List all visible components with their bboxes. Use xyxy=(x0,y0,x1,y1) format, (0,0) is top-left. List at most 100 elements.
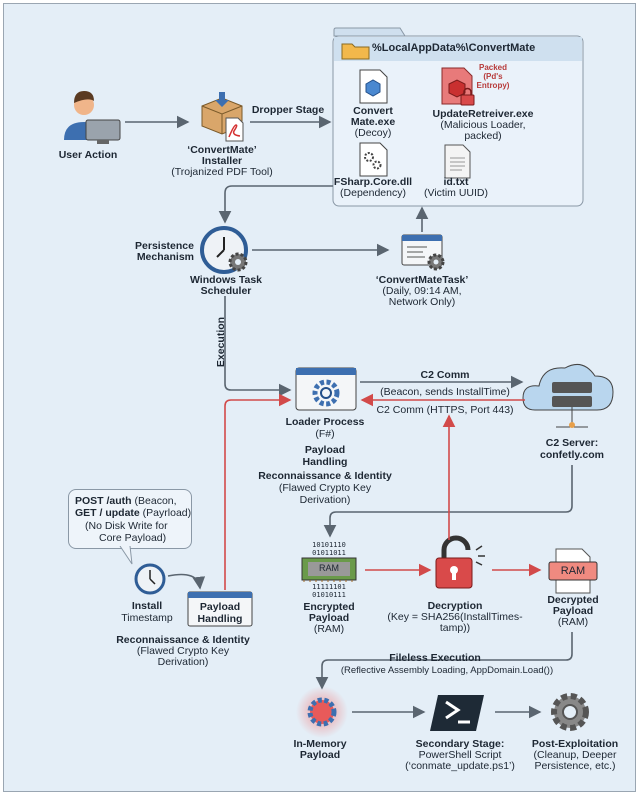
encrypted-payload-label: Payload xyxy=(308,612,350,624)
installer-name: ‘ConvertMate’ xyxy=(187,144,257,156)
fileless-sub: (Reflective Assembly Loading, AppDomain.… xyxy=(340,665,554,676)
scheduler-label: Windows Task xyxy=(189,274,263,286)
scheduler-clock-icon xyxy=(200,226,248,274)
persistence-label: Persistence xyxy=(135,240,194,252)
c2-cloud-server-icon xyxy=(522,363,614,428)
decrypted-payload-label: Payload xyxy=(552,605,594,617)
decrypted-payload-label: (RAM) xyxy=(557,616,589,628)
callout-note: Core Payload) xyxy=(99,532,167,544)
decoy-exe-icon xyxy=(359,69,388,104)
secondary-stage-script: (‘conmate_update.ps1’) xyxy=(405,760,515,772)
c2-comm-beacon: (Beacon, sends InstallTime) xyxy=(380,386,510,398)
file-name: Convert xyxy=(353,105,393,117)
endpoint-auth: POST /auth xyxy=(75,495,132,507)
callout-note: (No Disk Write for xyxy=(85,520,168,532)
malicious-loader-icon xyxy=(441,67,475,106)
dll-gear-icon xyxy=(359,142,388,177)
execution-label: Execution xyxy=(215,316,228,368)
pdf-icon xyxy=(228,124,241,138)
decrypted-payload-label: Decrypted xyxy=(547,594,599,606)
loader-detail: Derivation) xyxy=(299,494,351,506)
packed-badge: Entropy) xyxy=(476,81,510,90)
task-detail: Network Only) xyxy=(388,296,456,308)
in-memory-label: In-Memory xyxy=(293,738,347,750)
loader-detail: Reconnaissance & Identity xyxy=(258,470,392,482)
payload-handling-window xyxy=(187,591,253,627)
recon-label: Reconnaissance & Identity xyxy=(116,634,250,646)
c2-comm-title: C2 Comm xyxy=(420,369,470,381)
post-exploitation-label: Post-Exploitation xyxy=(531,738,619,750)
file-name: Mate.exe xyxy=(350,116,396,128)
decryption-unlocked-padlock-icon xyxy=(435,535,485,589)
payload-handling-label: Handling xyxy=(197,613,243,625)
endpoint-note: (Payrload) xyxy=(139,507,192,519)
binary-bits: 01010111 xyxy=(312,591,346,599)
install-timestamp-label: Timestamp xyxy=(121,612,173,624)
binary-bits: 10101110 xyxy=(312,541,346,549)
persistence-label: Mechanism xyxy=(136,251,194,263)
loader-label: Loader Process xyxy=(285,416,365,428)
ram-chip-label: RAM xyxy=(319,563,339,573)
callout-tail xyxy=(119,546,133,565)
red-flow-arrows xyxy=(224,393,542,590)
secondary-stage-label: Secondary Stage: xyxy=(415,738,505,750)
task-detail: (Daily, 09:14 AM, xyxy=(382,285,462,297)
install-timestamp-label: Install xyxy=(131,600,163,612)
folder-path-title: %LocalAppData%\ConvertMate xyxy=(372,42,536,54)
encrypted-payload-label: Encrypted xyxy=(303,601,355,613)
installer-label: Installer xyxy=(201,155,243,167)
task-name: ‘ConvertMateTask’ xyxy=(375,274,469,286)
post-exploitation-detail: (Cleanup, Deeper xyxy=(533,749,617,761)
packed-badge: Packed xyxy=(478,63,508,72)
file-desc: (Decoy) xyxy=(354,127,392,139)
encrypted-ram-chip-icon xyxy=(301,557,357,582)
c2-server-label: C2 Server: xyxy=(545,437,599,449)
binary-bits: 01011011 xyxy=(312,549,346,557)
c2-comm-https: C2 Comm (HTTPS, Port 443) xyxy=(376,404,514,416)
decryption-key: (Key = SHA256(InstallTimes- xyxy=(387,611,523,623)
secondary-stage-detail: PowerShell Script xyxy=(418,749,502,761)
binary-bits: 11111101 xyxy=(312,583,346,591)
folder-panel xyxy=(332,27,584,207)
installer-box-icon xyxy=(201,92,244,142)
in-memory-label: Payload xyxy=(299,749,341,761)
loader-detail: Payload xyxy=(304,444,346,456)
file-name: id.txt xyxy=(443,176,469,188)
installer-sub: (Trojanized PDF Tool) xyxy=(171,166,273,178)
file-desc: (Malicious Loader, xyxy=(440,119,526,131)
post-exploitation-detail: Persistence, etc.) xyxy=(534,760,616,772)
dropper-stage-label: Dropper Stage xyxy=(251,104,325,116)
file-desc: (Dependency) xyxy=(340,187,406,199)
file-name: UpdateRetreiver.exe xyxy=(432,108,534,120)
decrypted-ram-file-icon xyxy=(548,548,598,594)
scheduler-label: Scheduler xyxy=(200,285,252,297)
decryption-label: Decryption xyxy=(427,600,483,612)
recon-detail: Derivation) xyxy=(157,656,209,668)
flow-arrows xyxy=(125,115,573,719)
folder-icon xyxy=(341,43,370,60)
file-desc: (Victim UUID) xyxy=(424,187,488,199)
loader-detail: Handling xyxy=(302,456,348,468)
scheduled-task-icon xyxy=(401,234,445,271)
text-file-icon xyxy=(444,144,471,179)
loader-process-icon xyxy=(295,367,357,411)
payload-handling-label: Payload xyxy=(199,601,241,613)
powershell-icon xyxy=(430,695,484,731)
packed-badge: (Pd's xyxy=(483,72,503,81)
encrypted-payload-label: (RAM) xyxy=(313,623,345,635)
in-memory-payload-icon xyxy=(296,686,348,738)
c2-server-domain: confetly.com xyxy=(540,449,604,461)
decryption-key: tamp)) xyxy=(439,622,471,634)
endpoint-update: GET / update xyxy=(75,507,140,519)
loader-detail: (Flawed Crypto Key xyxy=(278,482,372,494)
file-desc: packed) xyxy=(464,130,502,142)
install-timestamp-clock-icon xyxy=(134,563,166,595)
ram-label: RAM xyxy=(560,565,586,577)
user-action-label: User Action xyxy=(58,149,118,161)
endpoint-note: (Beacon, xyxy=(131,495,177,507)
recon-detail: (Flawed Crypto Key xyxy=(136,645,230,657)
user-computer-icon xyxy=(64,91,121,144)
file-name: FSharp.Core.dll xyxy=(333,176,413,188)
fileless-title: Fileless Execution xyxy=(389,652,481,664)
